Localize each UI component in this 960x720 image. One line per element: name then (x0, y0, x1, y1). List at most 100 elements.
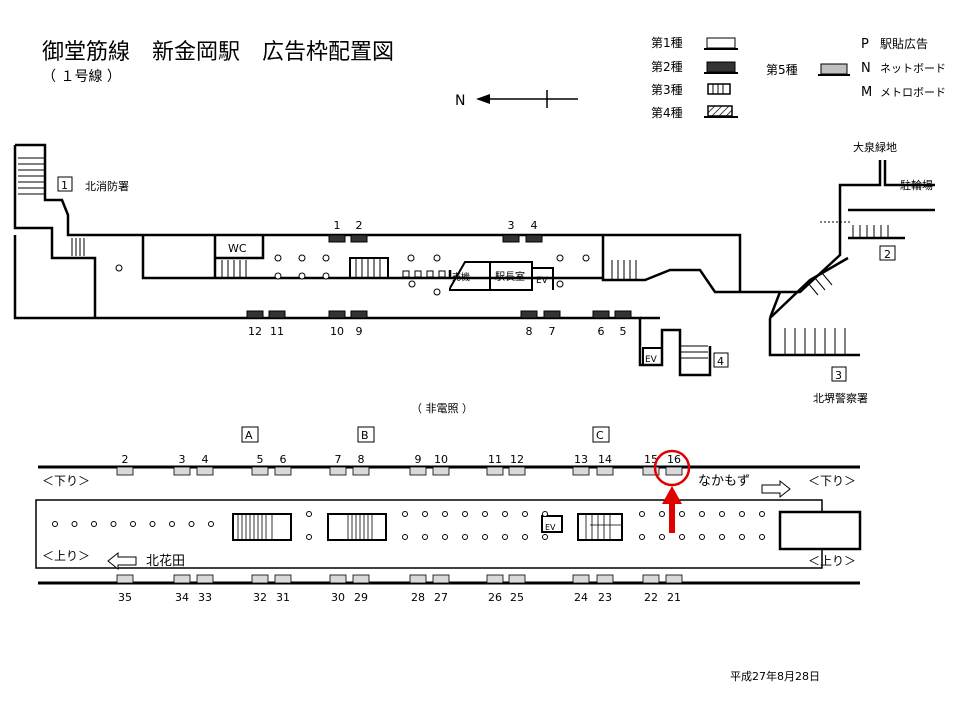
highlight-circle (653, 449, 691, 487)
ad-panel (328, 310, 346, 319)
pillar (422, 511, 428, 517)
pillar (274, 272, 282, 280)
svg-text:P: P (861, 37, 869, 52)
ad-panel (350, 310, 368, 319)
gate (414, 270, 422, 278)
ad-panel-label: 25 (510, 591, 524, 604)
ad-panel (329, 466, 347, 476)
ad-panel-label: 2 (356, 219, 363, 232)
ad-panel (543, 310, 561, 319)
pillar (462, 511, 468, 517)
ad-panel (251, 574, 269, 584)
legend-type4-swatch (707, 105, 733, 117)
svg-text:1: 1 (61, 179, 68, 192)
ad-panel (409, 574, 427, 584)
zone-c: C (592, 426, 610, 443)
ad-panel-label: 32 (253, 591, 267, 604)
ad-panel (274, 574, 292, 584)
zone-a: A (241, 426, 259, 443)
ticket-office-block (449, 261, 663, 366)
pillar (149, 521, 156, 527)
ad-panel-label: 21 (667, 591, 681, 604)
svg-text:N: N (861, 61, 871, 76)
zone-b: B (357, 426, 375, 443)
ad-panel-label: 9 (356, 325, 363, 338)
ad-panel-label: 4 (531, 219, 538, 232)
ad-panel (502, 234, 520, 243)
pillar (110, 521, 117, 527)
pillar (322, 272, 330, 280)
ad-panel-label: 35 (118, 591, 132, 604)
pillar (542, 511, 548, 517)
pillar (407, 254, 415, 262)
ad-panel-label: 22 (644, 591, 658, 604)
up-track-label-left: ＜上り＞ (42, 549, 90, 563)
legend-type3-label: 第3種 (651, 83, 683, 97)
ad-panel-label: 5 (620, 325, 627, 338)
svg-text:4: 4 (717, 355, 724, 368)
ad-panel (329, 574, 347, 584)
ad-panel (642, 466, 660, 476)
ad-panel (596, 466, 614, 476)
legend-type2-swatch (706, 61, 736, 73)
pillar (433, 254, 441, 262)
platform-elevator-label: EV (545, 523, 556, 532)
ad-panel (572, 466, 590, 476)
pillar (130, 521, 136, 527)
ad-panel (665, 574, 683, 584)
svg-text:A: A (245, 429, 253, 442)
ad-panel (665, 466, 683, 476)
pillar (522, 534, 528, 540)
legend-type1-swatch (706, 37, 736, 49)
pillar (556, 280, 564, 288)
ad-panel (268, 310, 286, 319)
north-label: N (455, 93, 465, 109)
pillar (52, 521, 58, 527)
legend-type5-label: 第5種 (766, 63, 798, 77)
date-label: 平成27年8月28日 (730, 670, 820, 683)
pillar (679, 534, 685, 540)
ad-panel-label: 8 (358, 453, 365, 466)
ad-panel-label: 16 (667, 453, 681, 466)
ad-panel-label: 26 (488, 591, 502, 604)
svg-text:M: M (861, 85, 872, 100)
ad-panel-label: 27 (434, 591, 448, 604)
pillar (433, 288, 441, 296)
pillar (679, 511, 685, 517)
ad-panel (486, 574, 504, 584)
pillar (739, 534, 745, 540)
pillar (759, 534, 765, 540)
ad-panel (352, 466, 370, 476)
landmark-label: 大泉緑地 (853, 140, 897, 154)
ad-panel (642, 574, 660, 584)
ad-panel-label: 7 (335, 453, 342, 466)
page-title: 御堂筋線 新金岡駅 広告枠配置図 (42, 40, 395, 65)
pillar (402, 511, 408, 517)
ad-panel-label: 10 (434, 453, 448, 466)
svg-text:ネットボード: ネットボード (880, 62, 946, 75)
ad-panel (196, 574, 214, 584)
ad-panel (592, 310, 610, 319)
pillar (502, 511, 508, 517)
pillar (274, 254, 282, 262)
concourse-pillars (115, 254, 590, 296)
pillar (306, 511, 312, 517)
ad-panel (596, 574, 614, 584)
svg-text:メトロボード: メトロボード (880, 86, 946, 99)
legend-type5-swatch (820, 63, 848, 75)
ad-panel-label: 28 (411, 591, 425, 604)
ad-panel-label: 6 (280, 453, 287, 466)
legend-type1-label: 第1種 (651, 36, 683, 50)
ad-panel (196, 466, 214, 476)
ad-panel-label: 9 (415, 453, 422, 466)
ad-panel-label: 3 (179, 453, 186, 466)
ad-panel-label: 10 (330, 325, 344, 338)
ad-panel (246, 310, 264, 319)
destination-kitahanada: 北花田 (146, 553, 185, 569)
ad-panel-label: 24 (574, 591, 588, 604)
ad-panel-label: 14 (598, 453, 612, 466)
ad-panel-label: 33 (198, 591, 212, 604)
